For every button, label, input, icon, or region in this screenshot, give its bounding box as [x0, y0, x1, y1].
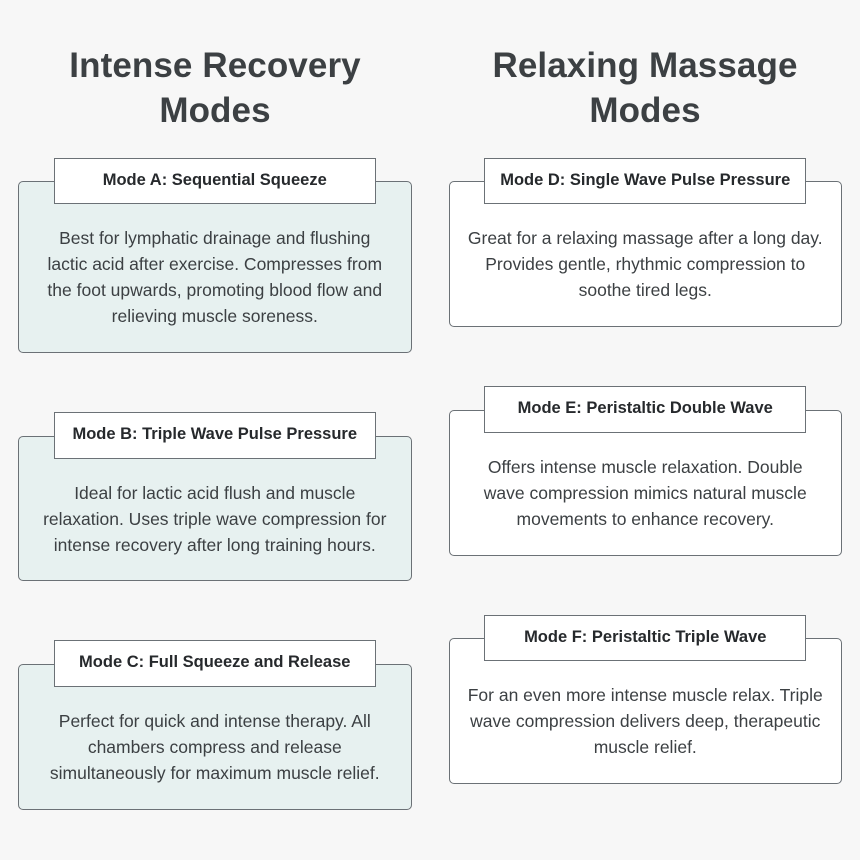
heading-cell-intense: Intense Recovery Modes — [0, 44, 430, 134]
heading-cell-relaxing: Relaxing Massage Modes — [430, 44, 860, 134]
mode-card-a-title: Mode A: Sequential Squeeze — [53, 157, 376, 205]
column-heading-intense: Intense Recovery Modes — [69, 46, 361, 130]
mode-card-b[interactable]: Mode B: Triple Wave Pulse Pressure Ideal… — [18, 411, 412, 582]
mode-card-a-body: Best for lymphatic drainage and flushing… — [18, 181, 412, 353]
mode-card-e-body: Offers intense muscle relaxation. Double… — [448, 409, 842, 556]
column-headings: Intense Recovery Modes Relaxing Massage … — [0, 0, 860, 134]
mode-card-b-body: Ideal for lactic acid flush and muscle r… — [18, 435, 412, 582]
column-relaxing-massage: Mode D: Single Wave Pulse Pressure Great… — [448, 157, 842, 810]
mode-card-a-description: Best for lymphatic drainage and flushing… — [47, 228, 383, 327]
column-intense-recovery: Mode A: Sequential Squeeze Best for lymp… — [18, 157, 412, 810]
mode-card-b-description: Ideal for lactic acid flush and muscle r… — [43, 482, 387, 555]
mode-card-f-description: For an even more intense muscle relax. T… — [467, 685, 823, 758]
mode-card-e-title: Mode E: Peristaltic Double Wave — [484, 386, 807, 433]
mode-card-e[interactable]: Mode E: Peristaltic Double Wave Offers i… — [448, 386, 842, 556]
column-heading-relaxing: Relaxing Massage Modes — [492, 46, 798, 130]
mode-card-c[interactable]: Mode C: Full Squeeze and Release Perfect… — [18, 640, 412, 810]
mode-card-f[interactable]: Mode F: Peristaltic Triple Wave For an e… — [448, 614, 842, 784]
mode-card-d-title: Mode D: Single Wave Pulse Pressure — [484, 157, 807, 205]
mode-card-a[interactable]: Mode A: Sequential Squeeze Best for lymp… — [18, 157, 412, 353]
mode-card-d-description: Great for a relaxing massage after a lon… — [467, 228, 823, 301]
mode-card-f-body: For an even more intense muscle relax. T… — [448, 638, 842, 784]
mode-columns: Mode A: Sequential Squeeze Best for lymp… — [0, 157, 860, 810]
mode-card-b-title: Mode B: Triple Wave Pulse Pressure — [53, 411, 376, 459]
mode-card-d[interactable]: Mode D: Single Wave Pulse Pressure Great… — [448, 157, 842, 328]
mode-card-d-body: Great for a relaxing massage after a lon… — [448, 181, 842, 328]
mode-card-c-description: Perfect for quick and intense therapy. A… — [49, 711, 380, 783]
mode-card-c-title: Mode C: Full Squeeze and Release — [53, 640, 376, 688]
mode-card-e-description: Offers intense muscle relaxation. Double… — [483, 456, 807, 529]
mode-card-f-title: Mode F: Peristaltic Triple Wave — [484, 614, 807, 662]
